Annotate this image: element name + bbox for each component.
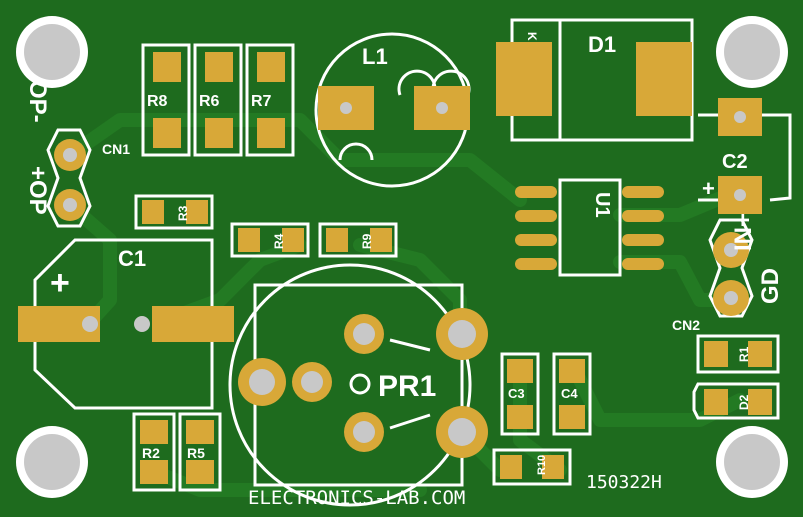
resistor-r2 [132, 412, 176, 492]
label-k: K [525, 32, 539, 41]
resistor-r9 [318, 222, 398, 258]
diode-d1 [496, 18, 694, 142]
label-r4: R4 [272, 233, 286, 249]
label-r1: R1 [737, 346, 751, 362]
connector-cn2 [708, 218, 754, 318]
resistor-r5 [178, 412, 222, 492]
label-c1-plus: + [50, 264, 70, 302]
label-in-plus: IN+ [730, 213, 757, 251]
label-u1: U1 [591, 192, 613, 218]
label-gd: GD [757, 268, 784, 304]
resistor-r10 [492, 448, 572, 486]
label-r6: R6 [199, 93, 220, 110]
resistor-r3 [134, 194, 214, 230]
label-c3: C3 [508, 386, 525, 401]
resistor-r7 [245, 43, 295, 157]
label-r8: R8 [147, 93, 168, 110]
label-r3: R3 [176, 205, 190, 221]
label-r10: R10 [536, 455, 548, 475]
label-c1: C1 [118, 246, 146, 271]
label-c4: C4 [561, 386, 578, 401]
board-code: 150322H [586, 472, 662, 493]
resistor-r8 [141, 43, 191, 157]
mounting-holes [16, 16, 788, 498]
label-r2: R2 [142, 445, 160, 461]
led-d2 [692, 382, 780, 420]
capacitor-c3 [500, 352, 540, 436]
resistor-r1 [696, 334, 780, 374]
label-r5: R5 [187, 445, 205, 461]
resistor-r6 [193, 43, 243, 157]
capacitor-c2 [698, 98, 792, 214]
label-op-plus: +OP [24, 166, 51, 215]
connector-cn1 [46, 128, 92, 228]
label-l1: L1 [362, 44, 388, 69]
brand-text: ELECTRONICS-LAB.COM [248, 487, 465, 509]
label-c2-plus: + [702, 176, 715, 201]
inductor-l1 [314, 32, 471, 188]
label-r7: R7 [251, 93, 272, 110]
potentiometer-pr1 [228, 263, 488, 507]
label-r9: R9 [360, 233, 374, 249]
label-c2: C2 [722, 151, 748, 173]
capacitor-c4 [552, 352, 592, 436]
resistor-r4 [230, 222, 310, 258]
label-op-minus: OP- [24, 80, 51, 123]
label-d2: D2 [737, 394, 751, 410]
copper-traces [63, 113, 747, 497]
ic-u1 [515, 178, 664, 277]
label-cn2: CN2 [672, 317, 700, 333]
capacitor-c1 [18, 238, 234, 410]
label-cn1: CN1 [102, 141, 130, 157]
label-pr1: PR1 [378, 370, 436, 403]
label-d1: D1 [588, 32, 616, 57]
